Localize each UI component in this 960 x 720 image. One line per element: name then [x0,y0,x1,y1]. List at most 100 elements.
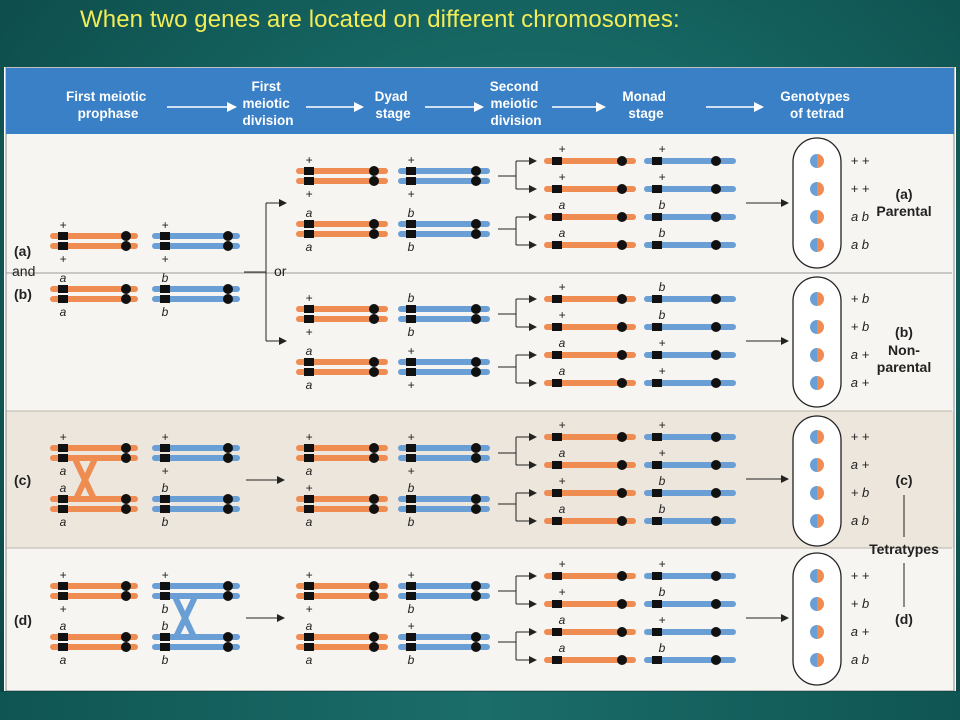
centromere [711,212,721,222]
centromere [711,322,721,332]
dyad-blue [398,306,490,312]
row-labels-right: (a) Parental (b) Non- parental (c) Tetra… [869,186,939,627]
gene-locus-marker [652,489,662,497]
monad-allele-blue: b [659,641,666,655]
allele-label-bottom: + [161,252,168,266]
spore-left-half [810,653,817,667]
prophase-orange [50,583,138,589]
gene-locus-marker [304,167,314,175]
dyad-orange [296,359,388,365]
dyad-blue [398,634,490,640]
genotype-c-0: + + [851,429,870,444]
gene-locus-marker [58,242,68,250]
label-c-right: (c) [895,472,912,488]
monad-allele-blue: + [658,364,665,378]
gene-locus-marker [304,495,314,503]
allele-label-bottom: + [59,252,66,266]
monad-orange [544,629,636,635]
gene-locus-marker [406,167,416,175]
gene-locus-marker [160,285,170,293]
gene-locus-marker [160,242,170,250]
gene-locus-marker [160,454,170,462]
gene-locus-marker [552,185,562,193]
gene-locus-marker [58,643,68,651]
centromere [711,571,721,581]
centromere [223,581,233,591]
centromere [121,453,131,463]
allele-label-top: + [407,430,414,444]
centromere [369,443,379,453]
centromere [617,571,627,581]
monad-allele-orange: + [558,142,565,156]
centromere [711,488,721,498]
spore-left-half [810,458,817,472]
monad-allele-orange: + [558,280,565,294]
monad-allele-orange: a [559,226,566,240]
gene-locus-marker [652,185,662,193]
centromere [617,156,627,166]
centromere [711,516,721,526]
centromere [121,632,131,642]
allele-label-bottom: a [60,515,67,529]
monad-allele-orange: a [559,502,566,516]
gene-locus-marker [160,592,170,600]
gene-locus-marker [58,232,68,240]
allele-label-bottom: a [306,464,313,478]
gene-locus-marker [552,295,562,303]
monad-allele-orange: a [559,613,566,627]
dyad-orange [296,506,388,512]
gene-locus-marker [652,656,662,664]
spore-left-half [810,210,817,224]
centromere [471,229,481,239]
centromere [121,294,131,304]
centromere [471,219,481,229]
gene-locus-marker [304,177,314,185]
monad-orange [544,324,636,330]
label-a: (a) [14,243,31,259]
centromere [617,184,627,194]
dyad-orange [296,369,388,375]
prophase-orange [50,506,138,512]
gene-locus-marker [58,444,68,452]
allele-label-top: + [161,568,168,582]
monad-orange [544,462,636,468]
monad-allele-orange: + [558,585,565,599]
centromere [471,632,481,642]
allele-label-top: a [60,619,67,633]
gene-locus-marker [406,358,416,366]
prophase-orange [50,634,138,640]
gene-locus-marker [304,315,314,323]
gene-locus-marker [406,495,416,503]
tetrad-capsule-b [792,276,842,408]
monad-orange [544,158,636,164]
dyad-orange [296,455,388,461]
meiosis-figure: First meiotic prophase First meiotic div… [4,67,956,691]
dyad-blue [398,593,490,599]
spore-left-half [810,376,817,390]
label-c: (c) [14,472,31,488]
centromere [711,599,721,609]
centromere [617,240,627,250]
allele-label-top: b [408,291,415,305]
prophase-orange [50,445,138,451]
gene-locus-marker [304,444,314,452]
centromere [369,632,379,642]
centromere [617,432,627,442]
genotype-b-3: a + [851,375,870,390]
centromere [223,284,233,294]
allele-label-bottom: + [407,378,414,392]
centromere [121,581,131,591]
spore-left-half [810,486,817,500]
monad-orange [544,214,636,220]
monad-allele-blue: b [659,502,666,516]
monad-allele-orange: + [558,170,565,184]
label-b: (b) [14,286,32,302]
allele-label-top: + [305,481,312,495]
gene-locus-marker [406,220,416,228]
allele-label-top: a [306,206,313,220]
centromere [369,219,379,229]
prophase-orange [50,455,138,461]
stage-header-bar [6,68,954,134]
spore-left-half [810,430,817,444]
monad-allele-orange: a [559,641,566,655]
